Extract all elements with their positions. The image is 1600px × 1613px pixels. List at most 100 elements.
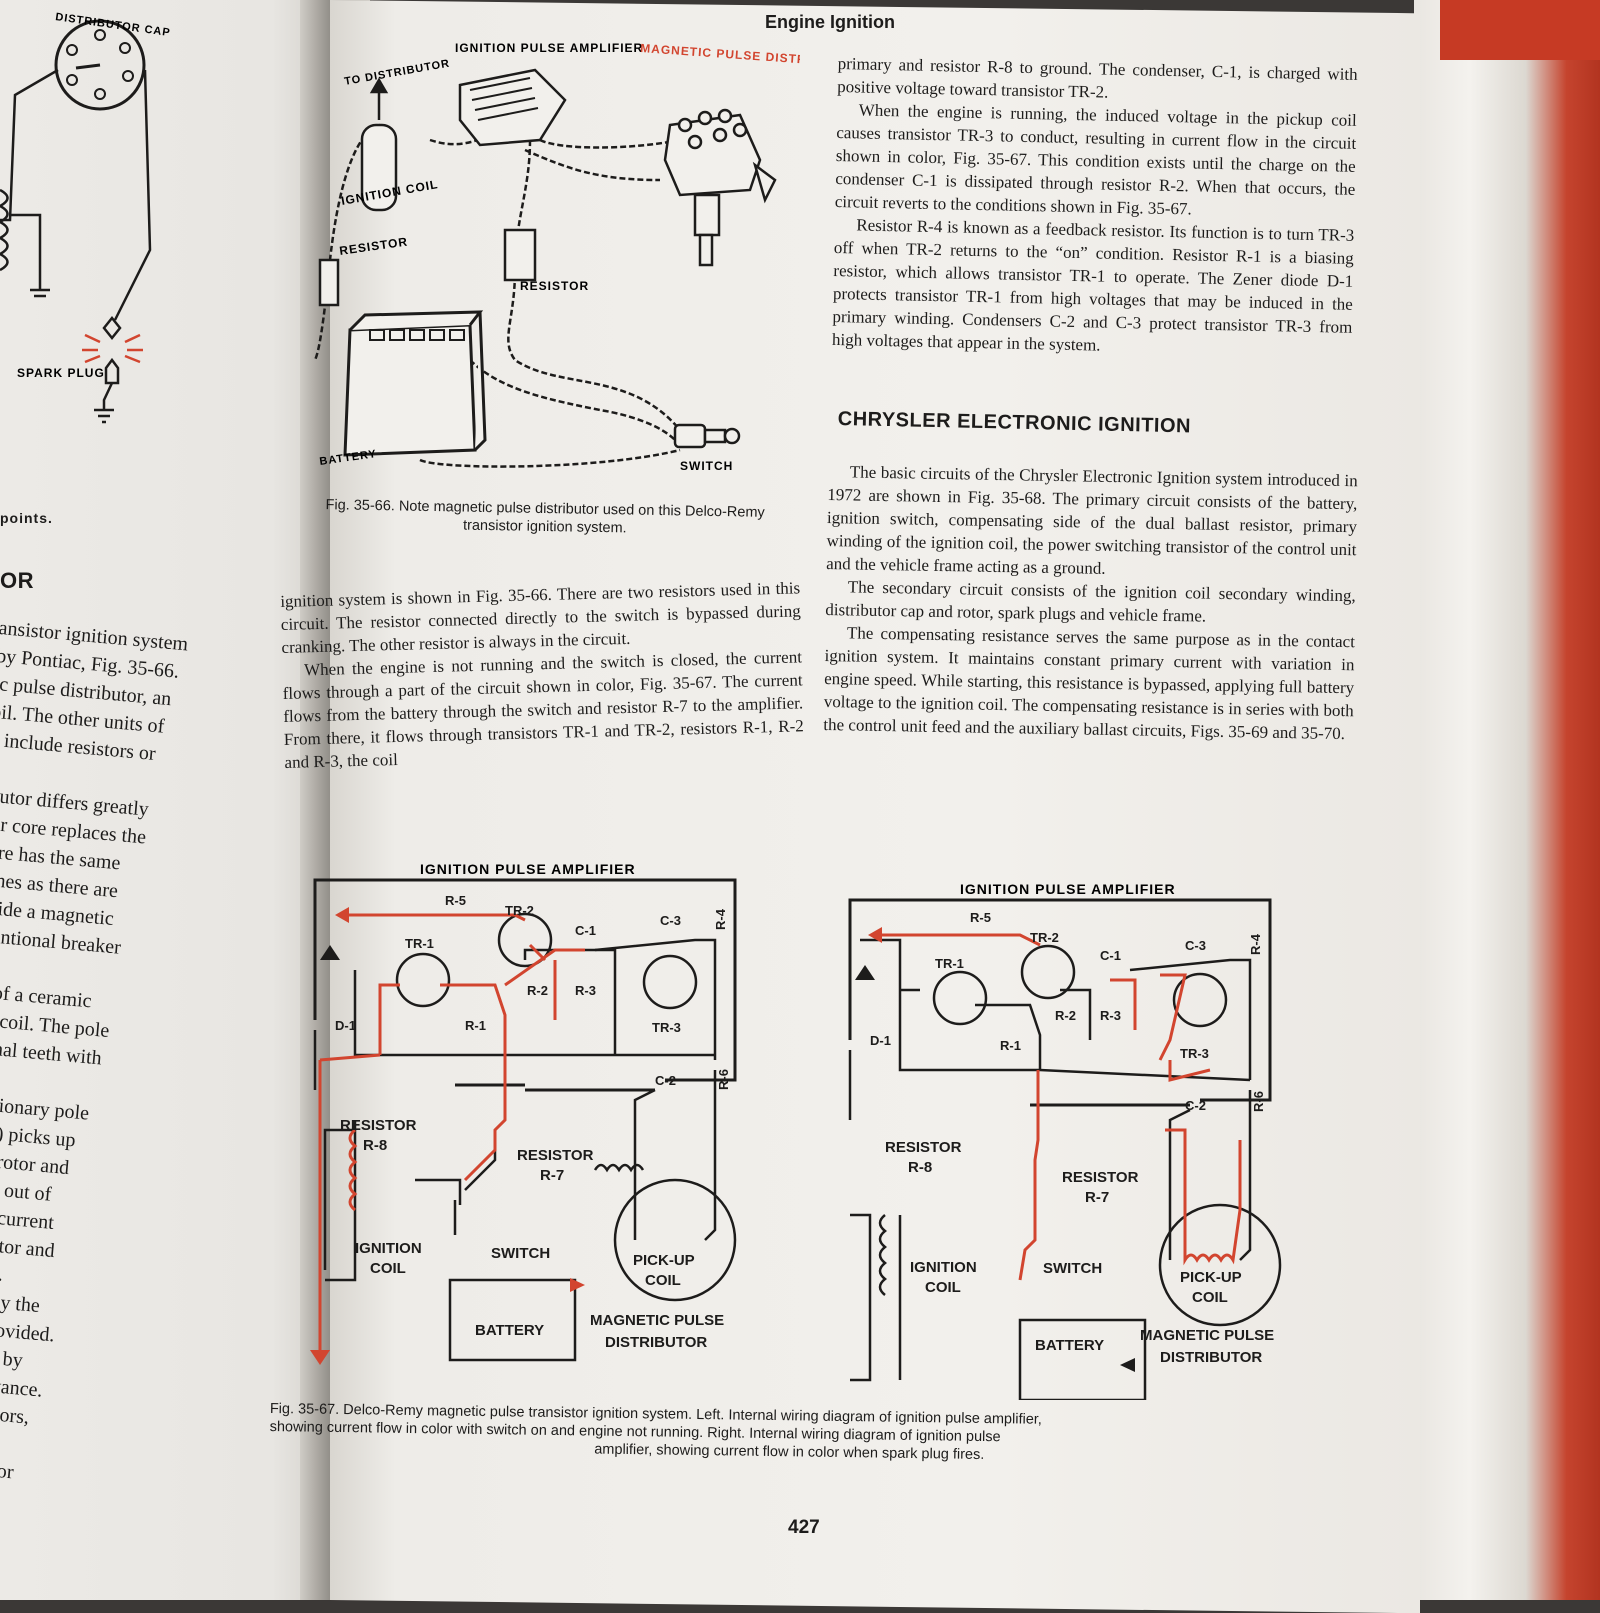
- r-label-pickup: PICK-UP: [1180, 1269, 1242, 1286]
- wire-battery-switch-bottom: [419, 448, 681, 468]
- r-label-r5: R-5: [970, 910, 991, 925]
- r-label-r6: R-6: [1251, 1091, 1266, 1112]
- label-r3: R-3: [575, 983, 596, 998]
- r-label-c3: C-3: [1185, 938, 1206, 953]
- label-distributor: DISTRIBUTOR: [605, 1334, 707, 1351]
- paragraph: Resistor R-4 is known as a feedback resi…: [831, 215, 1355, 355]
- left-page: DISTRIBUTOR CAP SPARK PLUG points. OR an…: [0, 0, 340, 1600]
- distributor-diagram: DISTRIBUTOR CAP SPARK PLUG: [0, 11, 172, 424]
- r-label-c1: C-1: [1100, 948, 1121, 963]
- label-r2: R-2: [527, 983, 548, 998]
- r-label-c2: C-2: [1185, 1098, 1206, 1113]
- r-label-tr2: TR-2: [1030, 930, 1059, 945]
- pulse-amplifier-icon: [458, 68, 567, 147]
- r-label-distributor: DISTRIBUTOR: [1160, 1349, 1262, 1366]
- r-label-r8: R-8: [908, 1159, 932, 1176]
- tr1-transistor: [395, 952, 451, 1008]
- wire-battery-switch: [469, 359, 676, 441]
- label-pickup-coil: COIL: [645, 1272, 681, 1289]
- spark-plug-icon: [82, 315, 143, 424]
- paragraph: The compensating resistance serves the s…: [823, 623, 1356, 744]
- amp-housing: [313, 878, 737, 1082]
- label-resistor-mid: RESISTOR: [520, 279, 589, 293]
- r-label-r4: R-4: [1248, 933, 1263, 955]
- arrow-left-red: [335, 907, 349, 923]
- tr3-transistor: [642, 954, 698, 1010]
- right-amp-title: IGNITION PULSE AMPLIFIER: [960, 881, 1176, 897]
- label-battery: BATTERY: [319, 448, 378, 468]
- paragraph: When the engine is running, the induced …: [834, 100, 1357, 219]
- paragraph: When the engine is not running and the s…: [282, 647, 804, 772]
- cap-terminals: [66, 29, 134, 100]
- book-cover: [1440, 0, 1600, 60]
- amp-housing-right: [848, 898, 1272, 1102]
- label-r1: R-1: [465, 1018, 486, 1033]
- r-label-battery: BATTERY: [1035, 1337, 1104, 1354]
- text-column-left: ignition system is shown in Fig. 35-66. …: [280, 576, 805, 774]
- label-battery: BATTERY: [475, 1322, 544, 1339]
- fig-35-67-left-diagram: IGNITION PULSE AMPLIFIER R-: [310, 861, 737, 1365]
- points-fragment: points.: [0, 510, 53, 526]
- r-label-coil: COIL: [925, 1279, 961, 1296]
- r-label-magnetic-pulse: MAGNETIC PULSE: [1140, 1327, 1274, 1344]
- label-magnetic-pulse-distributor: MAGNETIC PULSE DISTRIBUTOR: [640, 41, 800, 70]
- label-ignition: IGNITION: [355, 1240, 422, 1257]
- label-c1: C-1: [575, 923, 596, 938]
- fig-35-66-illustration: TO DISTRIBUTOR IGNITION PULSE AMPLIFIER …: [313, 41, 800, 473]
- pickup-winding: [593, 1163, 645, 1173]
- label-ignition-pulse-amplifier: IGNITION PULSE AMPLIFIER: [455, 41, 643, 55]
- distributor-cap-icon: [54, 19, 146, 111]
- battery-ground-red: [570, 1278, 585, 1292]
- ignition-coil-winding-red: [348, 1128, 358, 1212]
- battery-icon: [343, 310, 487, 457]
- label-tr3: TR-3: [652, 1020, 681, 1035]
- label-spark-plug: SPARK PLUG: [17, 366, 105, 380]
- label-r4: R-4: [713, 908, 728, 930]
- label-coil: COIL: [370, 1260, 406, 1277]
- distributor-icon: [663, 108, 777, 267]
- r-label-tr1: TR-1: [935, 956, 964, 971]
- wire-amp-dist: [539, 138, 681, 149]
- ground-red: [310, 1350, 330, 1365]
- ignition-switch-icon: [673, 423, 741, 449]
- label-d1: D-1: [335, 1018, 356, 1033]
- wire-amp-switch: [507, 139, 681, 431]
- battery-box-left: [448, 1278, 577, 1362]
- label-pickup: PICK-UP: [633, 1252, 695, 1269]
- label-to-distributor: TO DISTRIBUTOR: [343, 58, 451, 88]
- book-page-edges: [1414, 0, 1600, 1600]
- label-resistor-left: RESISTOR: [338, 234, 408, 257]
- label-magnetic-pulse: MAGNETIC PULSE: [590, 1312, 724, 1329]
- r-label-r3: R-3: [1100, 1008, 1121, 1023]
- page-number: 427: [788, 1517, 820, 1538]
- label-r7: R-7: [540, 1167, 564, 1184]
- ignition-coil-icon: [360, 77, 398, 212]
- running-head: Engine Ignition: [765, 12, 895, 32]
- wire-amp-dist2: [524, 148, 661, 182]
- r-label-r2: R-2: [1055, 1008, 1076, 1023]
- r-label-resistor-r7: RESISTOR: [1062, 1169, 1139, 1186]
- pickup-coil-circle: [613, 1178, 737, 1302]
- left-heading-fragment: OR: [0, 568, 34, 593]
- text-column-right-top: primary and resistor R-8 to ground. The …: [832, 52, 1358, 362]
- r-label-pickup-coil: COIL: [1192, 1289, 1228, 1306]
- label-resistor-r7: RESISTOR: [517, 1147, 594, 1164]
- r-label-resistor-r8: RESISTOR: [885, 1139, 962, 1156]
- label-switch: SWITCH: [491, 1245, 550, 1262]
- label-switch: SWITCH: [680, 459, 733, 473]
- resistor-icon-mid: [503, 228, 537, 282]
- label-distributor-cap: DISTRIBUTOR CAP: [55, 11, 172, 39]
- coil-symbol: [0, 188, 50, 298]
- label-r5: R-5: [445, 893, 466, 908]
- r-label-r1: R-1: [1000, 1038, 1021, 1053]
- r-label-ignition: IGNITION: [910, 1259, 977, 1276]
- paragraph: The basic circuits of the Chrysler Elect…: [826, 462, 1358, 578]
- tr2-transistor: [497, 912, 553, 968]
- label-r6: R-6: [716, 1069, 731, 1090]
- r-label-r7: R-7: [1085, 1189, 1109, 1206]
- left-amp-title: IGNITION PULSE AMPLIFIER: [420, 861, 636, 877]
- r-label-tr3: TR-3: [1180, 1046, 1209, 1061]
- label-c2: C-2: [655, 1073, 676, 1088]
- r-label-d1: D-1: [870, 1033, 891, 1048]
